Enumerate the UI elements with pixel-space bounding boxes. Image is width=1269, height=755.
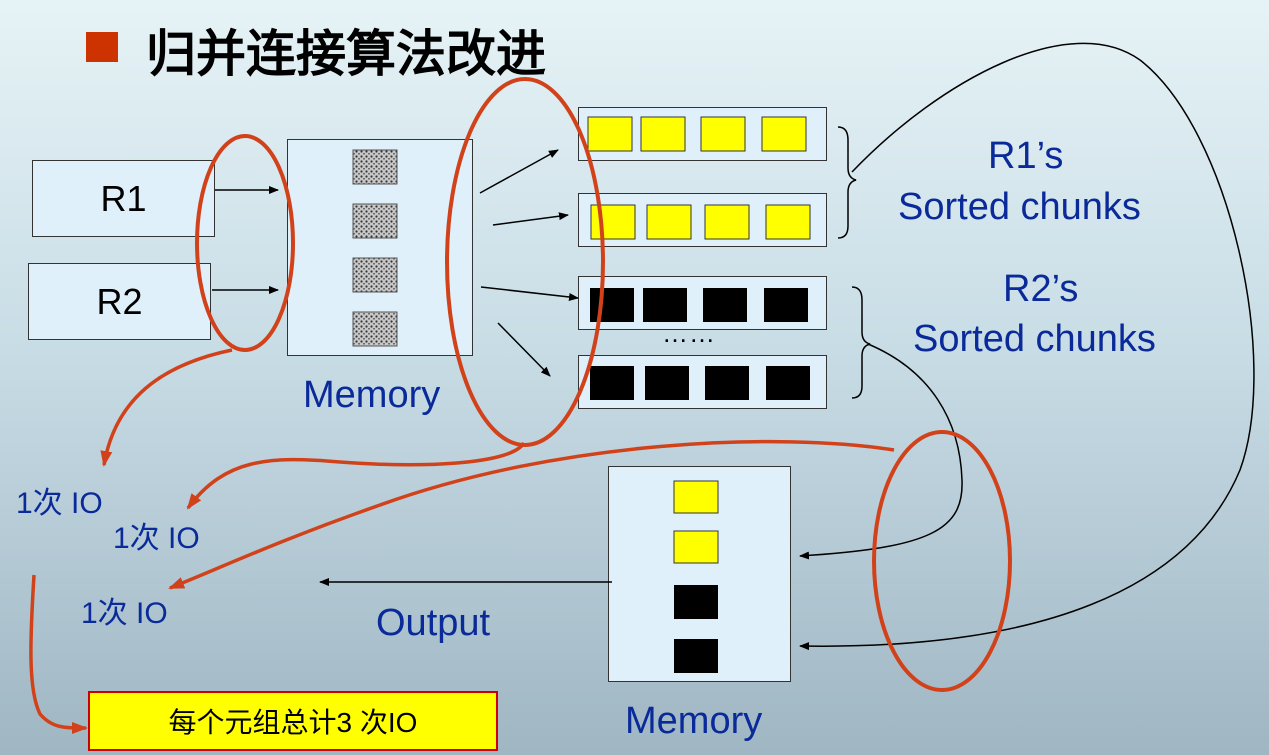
memory-page-4 xyxy=(352,311,398,347)
r2-brace xyxy=(851,286,871,399)
r2-block xyxy=(590,366,634,400)
black-arrows xyxy=(212,42,1255,651)
r2-block xyxy=(764,288,808,322)
r1-block xyxy=(765,204,811,240)
r2-block xyxy=(645,366,689,400)
r2-sorted-line2: Sorted chunks xyxy=(913,318,1156,360)
r1-chunk-blocks xyxy=(587,116,811,240)
red-arrows xyxy=(29,348,895,734)
io-label-1: 1次 IO xyxy=(16,487,103,520)
memory-label-bottom: Memory xyxy=(625,700,763,742)
r1-block xyxy=(704,204,750,240)
relation-r2-label: R2 xyxy=(96,280,143,322)
r1-block xyxy=(590,204,636,240)
r1-block xyxy=(700,116,746,152)
r1-block xyxy=(646,204,692,240)
merge-block-r1 xyxy=(673,480,719,514)
red-highlight-ellipses xyxy=(195,77,1012,692)
r1-sorted-line1: R1’s xyxy=(988,135,1064,177)
io-label-3: 1次 IO xyxy=(81,597,168,630)
relation-r1-box: R1 xyxy=(32,160,215,237)
input-io-ellipse xyxy=(195,134,295,352)
output-label: Output xyxy=(376,602,491,644)
r2-chunk-blocks xyxy=(590,288,810,400)
relation-r2-box: R2 xyxy=(28,263,211,340)
memory-page-blocks xyxy=(352,149,398,347)
r1-block xyxy=(587,116,633,152)
merge-block-r1 xyxy=(673,530,719,564)
memory-page-3 xyxy=(352,257,398,293)
relation-r1-label: R1 xyxy=(100,177,147,219)
chunk-ellipsis: …… xyxy=(662,318,716,348)
merge-block-r2 xyxy=(674,639,718,673)
r1-sorted-line2: Sorted chunks xyxy=(898,186,1141,228)
r2-block xyxy=(643,288,687,322)
merge-block-r2 xyxy=(674,585,718,619)
title-bullet-icon xyxy=(86,32,118,62)
r2-block xyxy=(705,366,749,400)
r2-block xyxy=(703,288,747,322)
r2-block xyxy=(766,366,810,400)
total-io-label: 每个元组总计3 次IO xyxy=(168,707,418,738)
write-chunks-ellipse xyxy=(445,77,605,447)
r1-block xyxy=(761,116,807,152)
page-title: 归并连接算法改进 xyxy=(146,25,546,83)
r2-sorted-line1: R2’s xyxy=(1003,268,1079,310)
total-io-box: 每个元组总计3 次IO xyxy=(88,691,498,751)
bottom-memory-blocks xyxy=(673,480,719,673)
r2-block xyxy=(590,288,634,322)
memory-page-1 xyxy=(352,149,398,185)
memory-page-2 xyxy=(352,203,398,239)
memory-label-top: Memory xyxy=(303,374,441,416)
read-chunks-ellipse xyxy=(872,430,1012,692)
r1-block xyxy=(640,116,686,152)
io-label-2: 1次 IO xyxy=(113,522,200,555)
r1-brace xyxy=(837,126,857,239)
